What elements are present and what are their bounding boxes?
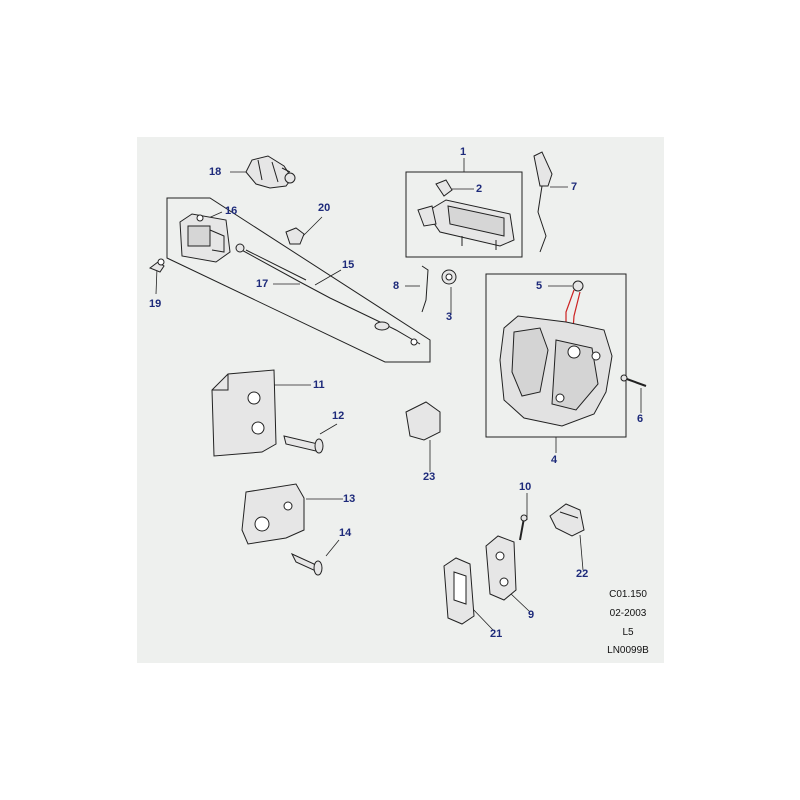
part-14-bolt [290, 552, 323, 576]
part-15-cable [235, 243, 421, 346]
part-16-bracket [179, 213, 231, 263]
part-19-screw [148, 258, 165, 273]
part-5-bolt [572, 280, 584, 292]
part-22-striker [549, 503, 585, 537]
callout-5: 5 [536, 280, 543, 292]
callout-9: 9 [528, 609, 535, 621]
part-3-nut [441, 269, 457, 285]
part-20-knob [285, 227, 305, 245]
callout-14: 14 [339, 527, 352, 539]
callout-11: 11 [313, 379, 325, 391]
callout-22: 22 [576, 568, 589, 580]
part-4-latch [499, 315, 613, 427]
drawing-date: 02-2003 [609, 608, 647, 619]
callout-10: 10 [519, 481, 532, 493]
part-11-block [211, 369, 277, 457]
callout-21: 21 [490, 628, 503, 640]
part-7-rod [533, 151, 553, 253]
callout-17: 17 [256, 278, 269, 290]
model-code: L5 [622, 627, 634, 638]
part-10-screw [519, 514, 528, 541]
callout-19: 19 [149, 298, 162, 310]
callout-4: 4 [551, 454, 558, 466]
callout-13: 13 [343, 493, 356, 505]
part-9-plate [485, 535, 517, 601]
callout-20: 20 [318, 202, 331, 214]
callout-3: 3 [446, 311, 453, 323]
part-23-cap [405, 401, 441, 441]
callout-1: 1 [460, 146, 467, 158]
callout-8: 8 [393, 280, 400, 292]
callout-12: 12 [332, 410, 345, 422]
group-box-4 [485, 273, 627, 438]
part-12-bolt [283, 435, 324, 454]
leader-lines [155, 158, 642, 631]
sheet-id: LN0099B [607, 645, 649, 656]
group-box-15 [166, 197, 431, 363]
part-13-plate [241, 483, 305, 545]
callout-7: 7 [571, 181, 578, 193]
callout-6: 6 [637, 413, 644, 425]
callout-23: 23 [423, 471, 436, 483]
part-21-shim [443, 557, 475, 625]
part-8-rod [421, 265, 429, 313]
callout-16: 16 [225, 205, 238, 217]
callout-15: 15 [342, 259, 355, 271]
part-6-screw [620, 374, 647, 387]
callout-2: 2 [476, 183, 483, 195]
drawing-code: C01.150 [609, 589, 647, 600]
part-18-clip [245, 155, 296, 189]
group-box-1 [405, 171, 523, 258]
callout-18: 18 [209, 166, 222, 178]
part-1-handle [417, 179, 515, 250]
